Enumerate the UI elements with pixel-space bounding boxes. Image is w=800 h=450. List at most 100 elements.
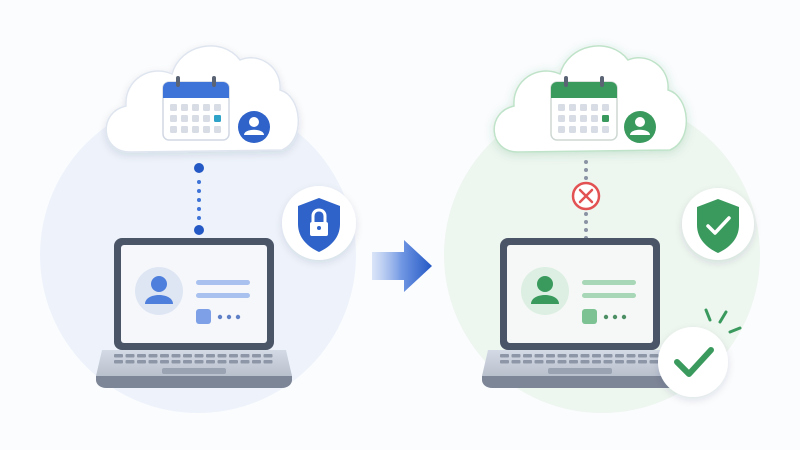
calendar-cell [214,115,221,122]
keyboard-key [603,360,613,364]
keyboard-key [638,360,647,364]
user-avatar-icon [238,111,270,143]
laptop [482,238,678,388]
left-panel [96,45,356,388]
profile-square [196,309,211,324]
keyboard-key [194,360,204,364]
keyboard-key [580,354,590,358]
profile-line [582,280,636,285]
keyboard-key [263,360,273,364]
profile-line [196,280,250,285]
calendar-cell [569,115,576,122]
keyboard-key [649,354,659,358]
keyboard-key [194,354,204,358]
calendar-cell [192,104,199,111]
user-avatar-icon [624,111,656,143]
calendar-cell [214,104,221,111]
calendar-icon [550,76,618,141]
calendar-cell [170,115,177,122]
check-circle-icon [658,308,742,397]
calendar-cell [203,126,210,133]
keyboard-key [534,354,544,358]
keyboard-key [500,360,509,364]
calendar-cell [203,104,210,111]
keyboard-key [569,354,578,358]
calendar-cell [569,126,576,133]
keyboard-key [546,354,555,358]
keyboard-key [217,360,227,364]
keyboard-key [557,354,567,358]
keyboard-key [171,360,181,364]
calendar-cell [214,126,221,133]
keyboard-key [557,360,567,364]
calendar-cell [192,115,199,122]
keyboard-key [252,354,261,358]
calendar-cell [558,126,565,133]
calendar-cell [602,115,609,122]
calendar-cell [591,104,598,111]
keyboard-key [148,360,158,364]
keyboard-key [626,354,636,358]
shield-lock-icon [282,186,356,260]
keyboard-key [137,360,146,364]
keyboard-key [114,354,123,358]
keyboard-key [252,360,261,364]
keyboard-key [148,354,158,358]
keyboard-key [171,354,181,358]
keyboard-key [263,354,273,358]
calendar-cell [591,115,598,122]
profile-line [196,293,250,298]
calendar-cell [580,115,587,122]
keyboard-key [240,354,250,358]
calendar-cell [591,126,598,133]
profile-line [582,293,636,298]
keyboard-key [592,354,601,358]
calendar-cell [203,115,210,122]
keyboard-key [500,354,509,358]
profile-square [582,309,597,324]
keyboard-key [615,360,624,364]
keyboard-key [229,360,238,364]
calendar-cell [181,104,188,111]
keyboard-key [569,360,578,364]
keyboard-key [546,360,555,364]
calendar-icon [162,76,230,141]
keyboard-key [511,360,521,364]
calendar-cell [170,126,177,133]
calendar-cell [569,104,576,111]
arrow-right-icon [372,240,432,292]
keyboard-key [523,360,532,364]
keyboard-key [114,360,123,364]
keyboard-key [534,360,544,364]
dotted-connector [194,163,204,235]
keyboard-key [523,354,532,358]
calendar-cell [580,104,587,111]
keyboard-key [206,360,215,364]
keyboard-key [592,360,601,364]
calendar-cell [181,126,188,133]
laptop [96,238,292,388]
keyboard-key [125,360,135,364]
calendar-cell [580,126,587,133]
keyboard-key [137,354,146,358]
right-panel [482,45,754,397]
calendar-cell [558,115,565,122]
keyboard-key [160,360,169,364]
keyboard-key [603,354,613,358]
keyboard-key [240,360,250,364]
shield-check-icon [682,188,754,260]
keyboard-key [615,354,624,358]
keyboard-key [229,354,238,358]
keyboard-key [626,360,636,364]
x-circle-icon [571,181,601,211]
keyboard-key [511,354,521,358]
calendar-cell [170,104,177,111]
keyboard-key [638,354,647,358]
keyboard-key [206,354,215,358]
calendar-cell [181,115,188,122]
keyboard-key [125,354,135,358]
calendar-cell [602,104,609,111]
keyboard-key [649,360,659,364]
keyboard-key [217,354,227,358]
